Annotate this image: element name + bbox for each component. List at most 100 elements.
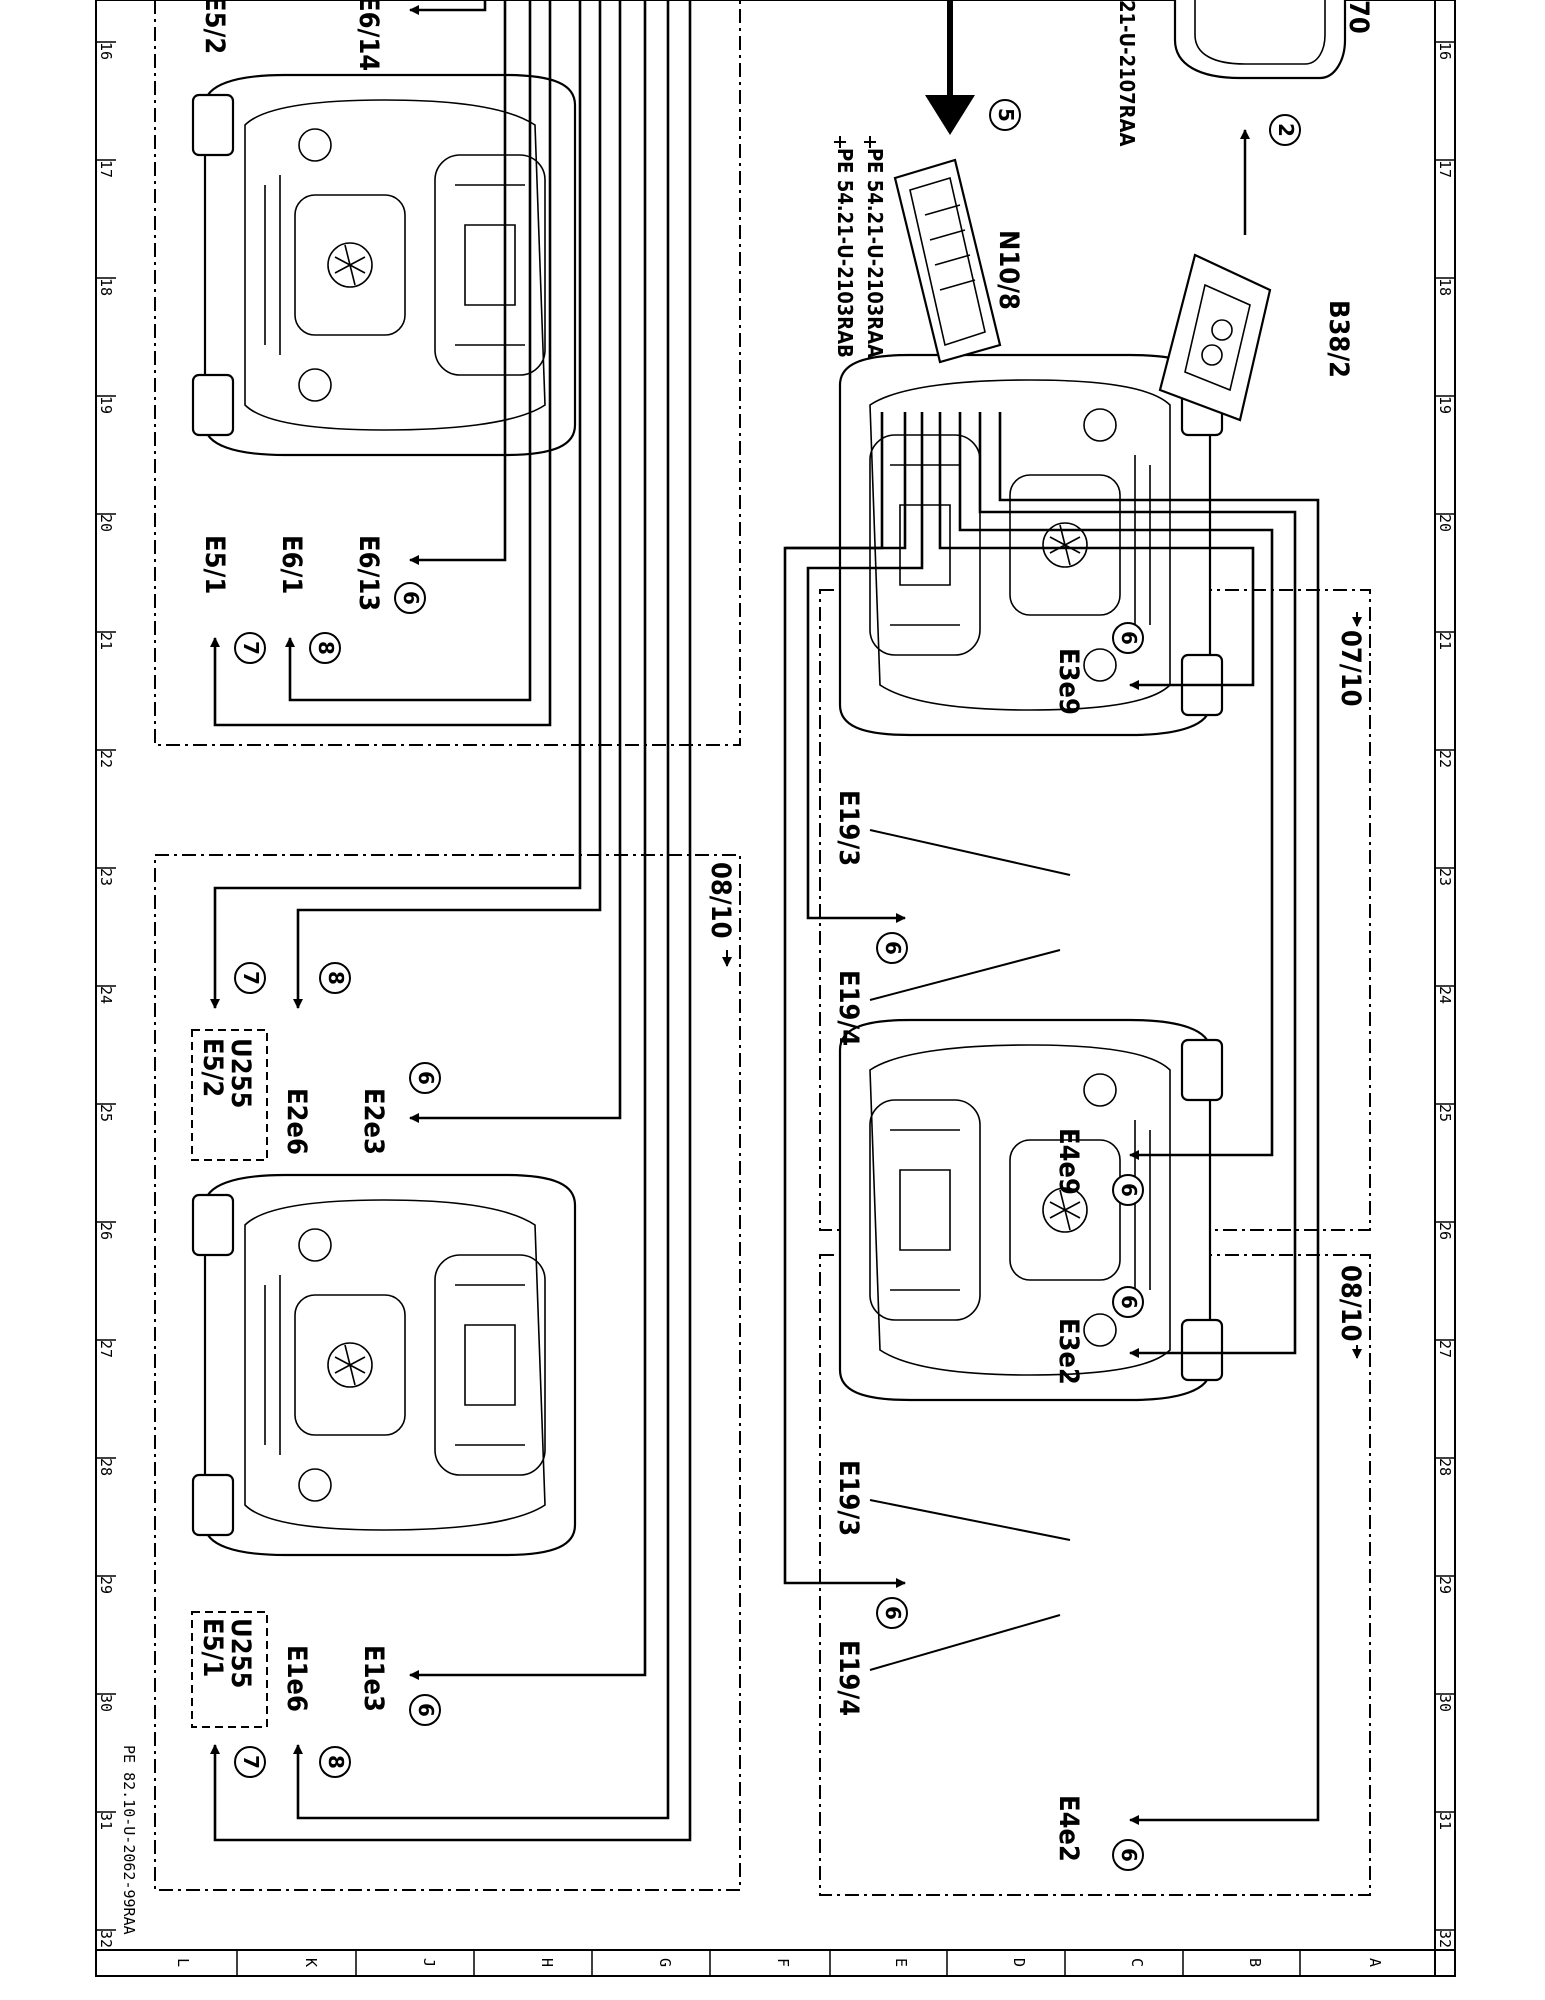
grid-left [96, 41, 116, 1931]
ref-pe-rab: PE 54.21-U-2103RAB [833, 148, 857, 358]
callout-8-e2e6: 8 [319, 962, 351, 994]
svg-text:6: 6 [414, 1703, 438, 1717]
svg-text:32: 32 [1436, 1930, 1454, 1948]
svg-text:6: 6 [881, 1606, 905, 1620]
svg-text:25: 25 [97, 1104, 115, 1122]
svg-text:6: 6 [1117, 1183, 1141, 1197]
svg-text:32: 32 [97, 1930, 115, 1948]
svg-text:17: 17 [1436, 160, 1454, 178]
svg-text:18: 18 [1436, 278, 1454, 296]
svg-text:23: 23 [1436, 868, 1454, 886]
callout-6-e19-b: 6 [876, 1597, 908, 1629]
callout-2: 2 [1269, 114, 1301, 146]
label-e1e6: E1e6 [281, 1645, 312, 1712]
svg-text:6: 6 [1117, 631, 1141, 645]
signal-arrow [925, 95, 975, 135]
label-e4e2: E4e2 [1053, 1795, 1084, 1862]
svg-text:F: F [774, 1958, 792, 1967]
svg-text:24: 24 [1436, 986, 1454, 1004]
label-e6-14: E6/14 [353, 0, 384, 71]
callout-6-e19-a: 6 [876, 932, 908, 964]
svg-text:21: 21 [97, 632, 115, 650]
grid-letters: A B C D E F G H J K L [174, 1958, 1384, 1967]
svg-text:8: 8 [314, 641, 338, 655]
svg-text:18: 18 [97, 278, 115, 296]
callout-6-e2e3: 6 [409, 1062, 441, 1094]
svg-text:19: 19 [97, 396, 115, 414]
svg-text:L: L [174, 1958, 192, 1967]
callout-6-e4e9: 6 [1112, 1174, 1144, 1206]
label-u255-a: U255 [225, 1038, 256, 1108]
svg-text:16: 16 [1436, 42, 1454, 60]
grid-right [1435, 41, 1455, 1931]
svg-text:31: 31 [97, 1812, 115, 1830]
label-e2e6: E2e6 [281, 1088, 312, 1155]
callout-8-e6-1: 8 [309, 632, 341, 664]
svg-text:7: 7 [239, 971, 263, 985]
svg-text:30: 30 [1436, 1694, 1454, 1712]
variant-label-upper-right: 07/10 [1335, 630, 1366, 706]
svg-text:29: 29 [97, 1576, 115, 1594]
label-e19-3-b: E19/3 [833, 1460, 864, 1536]
svg-text:6: 6 [414, 1071, 438, 1085]
wiring-harness-left [210, 0, 692, 1842]
svg-text:A: A [1366, 1958, 1384, 1967]
callout-6-e3e9: 6 [1112, 622, 1144, 654]
label-e3e9: E3e9 [1053, 648, 1084, 715]
svg-text:8: 8 [324, 971, 348, 985]
callout-7-e5-1: 7 [234, 632, 266, 664]
svg-text:H: H [538, 1958, 556, 1967]
svg-text:20: 20 [97, 514, 115, 532]
svg-text:27: 27 [1436, 1340, 1454, 1358]
callout-7-u255-b: 7 [234, 1746, 266, 1778]
svg-text:21: 21 [1436, 632, 1454, 650]
vehicle-front-view-2 [191, 1173, 577, 1557]
vehicle-rear-view-1 [838, 353, 1224, 737]
svg-text:28: 28 [97, 1458, 115, 1476]
svg-text:7: 7 [239, 641, 263, 655]
wiring-harness-right [783, 412, 1320, 1825]
svg-text:22: 22 [97, 750, 115, 768]
svg-text:30: 30 [97, 1694, 115, 1712]
svg-text:26: 26 [97, 1222, 115, 1240]
ref-pe-raa: PE 54.21-U-2103RAA [863, 148, 887, 358]
grid-numbers-left: 16 17 18 19 20 21 22 23 24 25 26 27 28 2… [97, 42, 115, 1948]
svg-text:31: 31 [1436, 1812, 1454, 1830]
svg-text:26: 26 [1436, 1222, 1454, 1240]
mirror-housing [1173, 0, 1347, 80]
callout-6-e3e2: 6 [1112, 1286, 1144, 1318]
label-e4e9: E4e9 [1053, 1128, 1084, 1195]
label-e19-3-a: E19/3 [833, 790, 864, 866]
variant-label-lower-left: 08/10 [705, 862, 736, 938]
variant-box-upper-left [154, 0, 741, 746]
variant-label-lower-right: 08/10 [1335, 1265, 1366, 1341]
callout-5: 5 [989, 99, 1021, 131]
svg-text:6: 6 [1117, 1295, 1141, 1309]
label-e5-2-box: E5/2 [197, 1038, 228, 1097]
grid-bottom [236, 1950, 1301, 1976]
svg-text:23: 23 [97, 868, 115, 886]
svg-text:E: E [892, 1958, 910, 1967]
label-e2e3: E2e3 [358, 1088, 389, 1155]
svg-text:G: G [656, 1958, 674, 1967]
label-e19-4-b: E19/4 [833, 1640, 864, 1716]
document-id: PE 82.10-U-2062-99RAA [120, 1745, 138, 1935]
label-e19-4-a: E19/4 [833, 970, 864, 1046]
grid-numbers-right: 16 17 18 19 20 21 22 23 24 25 26 27 28 2… [1436, 42, 1454, 1948]
optional-box-u255-e5-1 [191, 1611, 268, 1728]
svg-text:24: 24 [97, 986, 115, 1004]
optional-box-u255-e5-2 [191, 1029, 268, 1161]
svg-text:C: C [1128, 1958, 1146, 1967]
svg-text:19: 19 [1436, 396, 1454, 414]
label-e1e3: E1e3 [358, 1645, 389, 1712]
label-u255-b: U255 [225, 1618, 256, 1688]
ref-pe-top: 21-U-2107RAA [1115, 0, 1139, 146]
svg-text:B: B [1246, 1958, 1264, 1967]
label-e5-2: E5/2 [199, 0, 230, 54]
svg-text:5: 5 [994, 108, 1018, 122]
svg-text:22: 22 [1436, 750, 1454, 768]
label-n10-8: N10/8 [993, 230, 1024, 310]
svg-text:6: 6 [399, 591, 423, 605]
svg-text:7: 7 [239, 1755, 263, 1769]
